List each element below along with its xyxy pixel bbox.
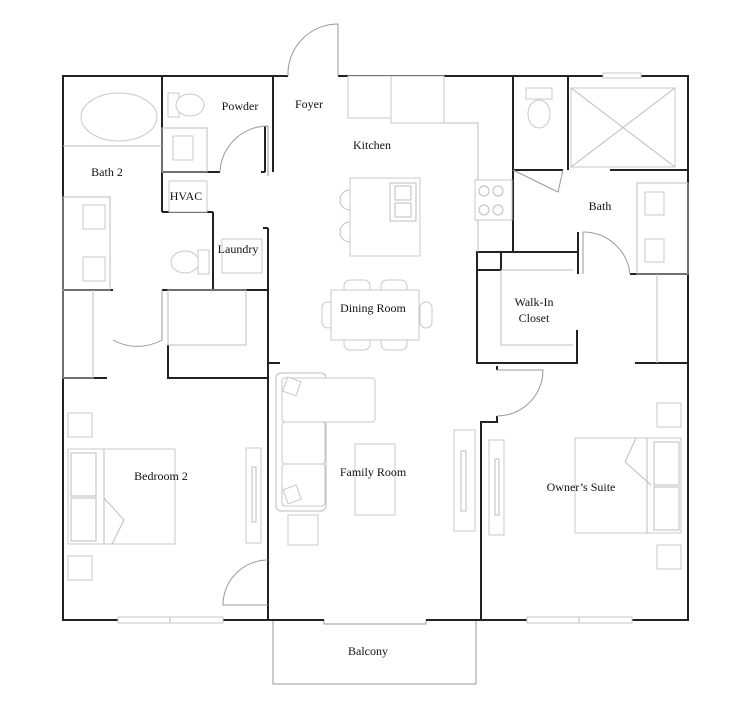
label-laundry: Laundry — [218, 242, 259, 256]
label-closet: Closet — [519, 311, 550, 325]
label-hvac: HVAC — [170, 189, 202, 203]
label-walk-in: Walk-In — [514, 295, 553, 309]
bath2-fixtures — [62, 92, 162, 379]
owner-suite-fixtures — [488, 402, 682, 570]
label-family-room: Family Room — [340, 465, 407, 479]
label-bath: Bath — [589, 199, 612, 213]
room-labels: Bath 2 Powder HVAC Laundry Foyer Kitchen… — [91, 97, 615, 658]
label-owners-suite: Owner’s Suite — [547, 480, 616, 494]
label-kitchen: Kitchen — [353, 138, 391, 152]
family-fixtures — [275, 372, 476, 546]
label-balcony: Balcony — [348, 644, 388, 658]
label-bath2: Bath 2 — [91, 165, 123, 179]
kitchen-fixtures — [339, 75, 513, 257]
dining-fixtures — [321, 279, 433, 351]
bedroom2-fixtures — [67, 412, 262, 581]
label-bedroom2: Bedroom 2 — [134, 469, 188, 483]
label-dining-room: Dining Room — [340, 301, 406, 315]
closet-shelving — [500, 269, 573, 346]
doors — [112, 23, 631, 606]
windows — [117, 72, 642, 624]
owner-bath-fixtures — [525, 87, 689, 363]
powder-fixtures — [161, 92, 263, 346]
label-foyer: Foyer — [295, 97, 323, 111]
balcony-outline — [272, 620, 477, 685]
label-powder: Powder — [222, 99, 259, 113]
